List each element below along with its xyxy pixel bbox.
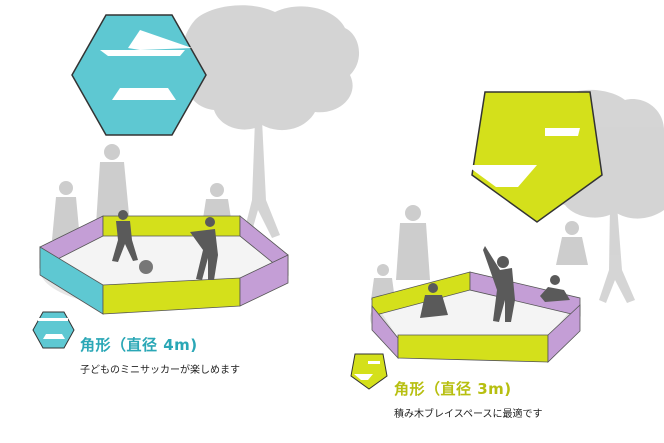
hexagon-players (112, 210, 218, 280)
tree-right-trunk (599, 205, 635, 303)
pentagon-caption: 角形（直径 3m) 積み木ブレイスペースに最適です (394, 378, 543, 420)
six-small-badge-icon (32, 311, 75, 349)
pentagon-title: 角形（直径 3m) (394, 380, 512, 398)
hexagon-pitch (39, 210, 289, 315)
six-badge-icon (71, 14, 207, 136)
background-trees (181, 5, 664, 303)
pentagon-description: 積み木ブレイスペースに最適です (394, 409, 543, 420)
pentagon-players (420, 246, 570, 322)
tree-left-canopy (181, 5, 360, 131)
pentagon-pitch (370, 246, 581, 363)
tree-left-trunk (243, 120, 280, 238)
hexagon-title: 角形（直径 4m) (80, 336, 198, 354)
background-people (52, 144, 588, 300)
five-small-badge-icon (350, 353, 388, 390)
hexagon-description: 子どものミニサッカーが楽しめます (80, 365, 240, 376)
hexagon-caption: 角形（直径 4m) 子どものミニサッカーが楽しめます (80, 334, 240, 376)
five-badge-icon (466, 91, 603, 223)
